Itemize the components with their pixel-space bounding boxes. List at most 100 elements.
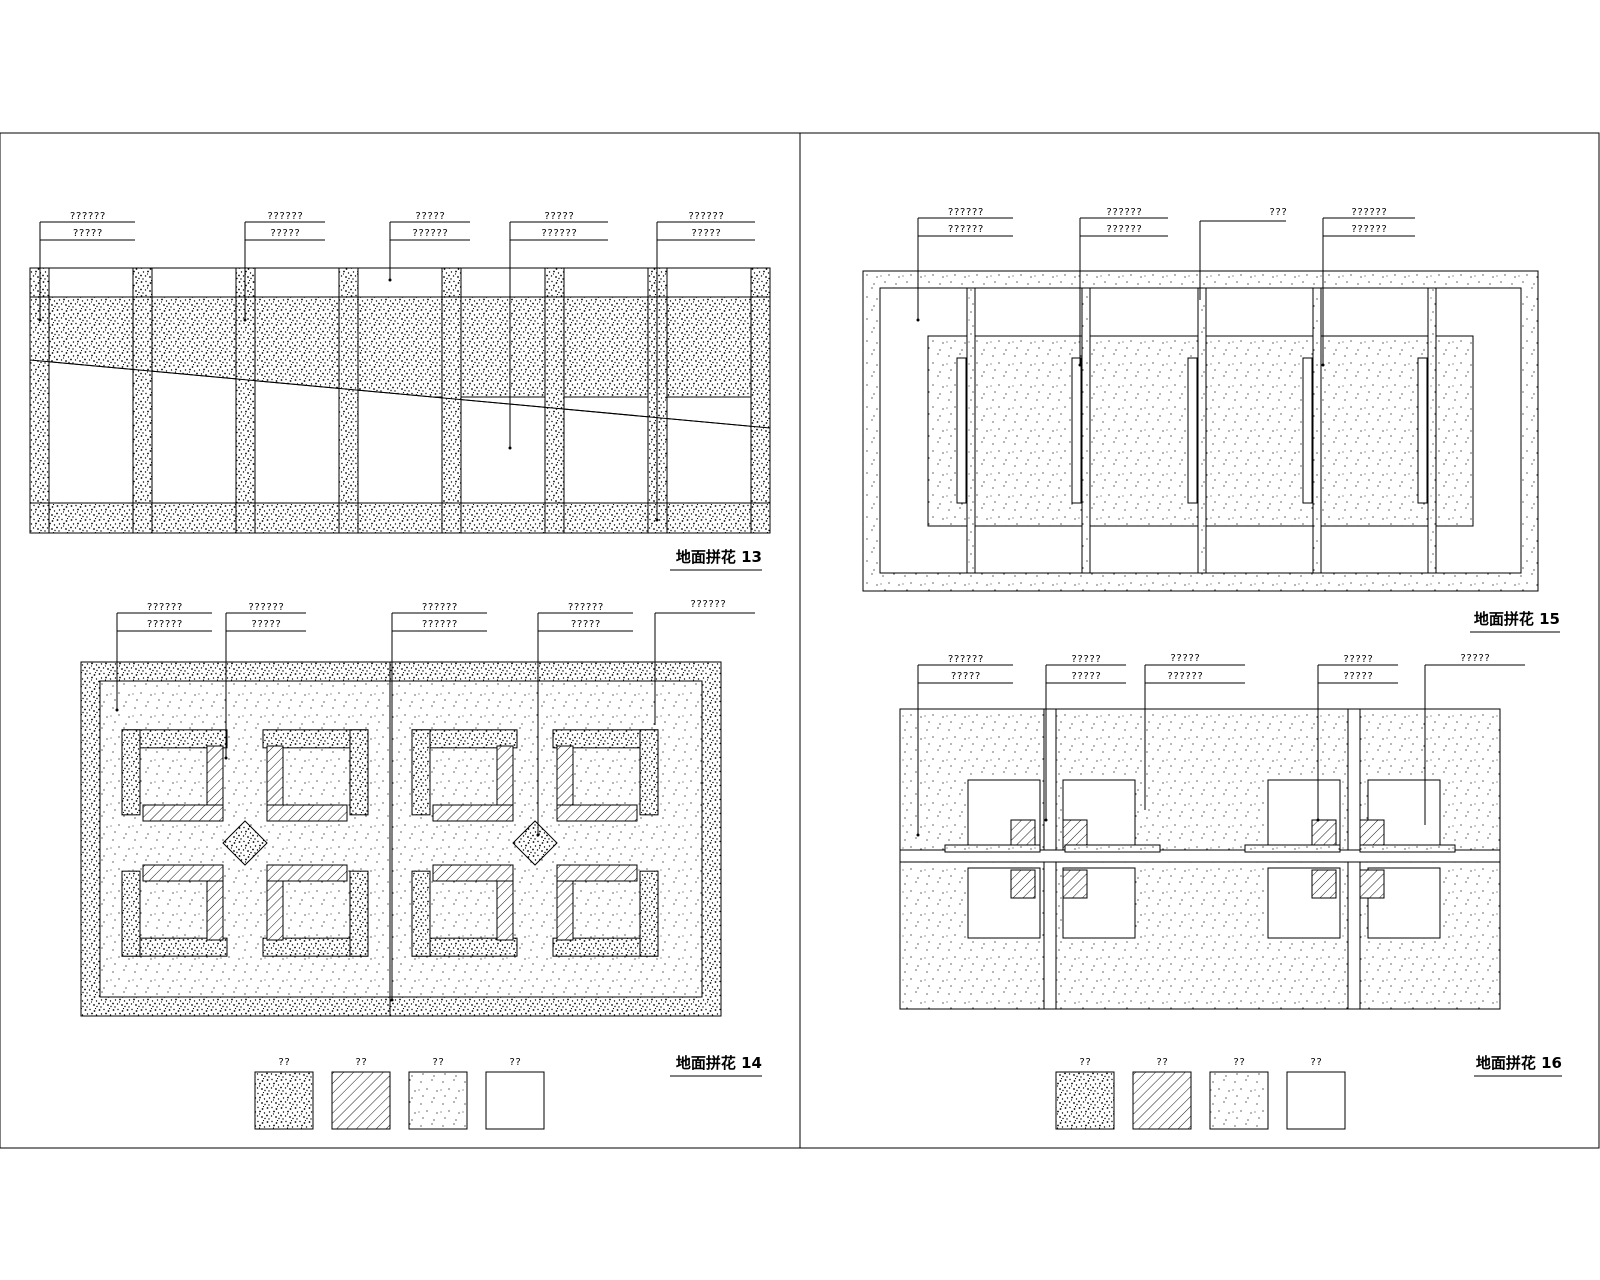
plan-16-light-bar xyxy=(1359,844,1456,853)
plan-13-stone-bar xyxy=(132,267,153,534)
callout-label: ?????? xyxy=(1167,671,1203,682)
legend-label: ?? xyxy=(355,1057,367,1068)
callout-label: ?????? xyxy=(1351,207,1387,218)
callout-label: ????? xyxy=(1071,654,1101,665)
legend-label: ?? xyxy=(509,1057,521,1068)
plan-13-stone-panel xyxy=(357,296,443,398)
plan-13-stone-panel xyxy=(460,296,546,398)
callout-label: ????? xyxy=(691,228,721,239)
plan-14-hatched-arm xyxy=(432,864,514,882)
plan-16-light-bar xyxy=(1064,844,1161,853)
legend-label: ?? xyxy=(1156,1057,1168,1068)
plan-13-stone-panel xyxy=(666,296,752,398)
plan-13-stone-bar xyxy=(441,267,462,534)
legend-label: ?? xyxy=(1233,1057,1245,1068)
callout-label: ?????? xyxy=(146,619,182,630)
plan-15-slot xyxy=(956,357,967,504)
callout-label: ?????? xyxy=(267,211,303,222)
plan-15-divider-strip xyxy=(1081,287,1091,574)
callout-label: ?????? xyxy=(947,224,983,235)
callout-label: ????? xyxy=(415,211,445,222)
callout-label: ?????? xyxy=(541,228,577,239)
legend-swatch xyxy=(1132,1071,1192,1130)
plan-13-diagonal xyxy=(29,359,771,429)
plan-14-bracket-bar xyxy=(349,870,369,957)
plan-16-light-bar xyxy=(1244,844,1341,853)
plan-14-hatched-arm xyxy=(556,804,638,822)
callout-dot xyxy=(1078,363,1082,367)
callout-dot xyxy=(916,318,920,322)
plan-14-hatched-arm xyxy=(266,864,348,882)
callout-label: ?????? xyxy=(412,228,448,239)
plan-14-hatched-arm xyxy=(556,864,638,882)
callout-label: ?????? xyxy=(248,602,284,613)
legend-swatch xyxy=(331,1071,391,1130)
plan-14-hatched-arm xyxy=(432,804,514,822)
plan-14-bracket-bar xyxy=(349,729,369,816)
callout-label: ????? xyxy=(251,619,281,630)
callout-label: ?????? xyxy=(421,619,457,630)
plan-14-bracket-bar xyxy=(121,870,141,957)
plan-15-divider-strip xyxy=(966,287,976,574)
plan-16-light-bar xyxy=(944,844,1041,853)
plan-13-stone-strip xyxy=(563,502,649,534)
plan-13-stone-strip xyxy=(151,502,237,534)
legend-swatch xyxy=(254,1071,314,1130)
sheet-frame-right xyxy=(799,132,1600,1149)
plan-13-stone-bar xyxy=(338,267,359,534)
callout-label: ????? xyxy=(950,671,980,682)
plan-15-slot xyxy=(1187,357,1198,504)
callout-label: ?????? xyxy=(567,602,603,613)
legend-swatch xyxy=(1286,1071,1346,1130)
callout-label: ?????? xyxy=(146,602,182,613)
callout-label: ?????? xyxy=(688,211,724,222)
plan-14-bracket-bar xyxy=(639,870,659,957)
callout-dot xyxy=(1044,818,1048,822)
legend-label: ?? xyxy=(1310,1057,1322,1068)
plan-14-bracket-bar xyxy=(411,729,431,816)
callout-dot xyxy=(508,446,512,450)
plan-14-hatched-arm xyxy=(142,804,224,822)
plan-13-stone-bar xyxy=(544,267,565,534)
plan-14-bracket-bar xyxy=(639,729,659,816)
plan-15-divider-strip xyxy=(1197,287,1207,574)
callout-dot xyxy=(38,318,42,322)
legend-label: ?? xyxy=(278,1057,290,1068)
plan-15-slot xyxy=(1302,357,1313,504)
plan-16-hatched-corner xyxy=(1010,869,1036,899)
plan-14-title: 地面拼花 14 xyxy=(676,1054,762,1072)
plan-13-stone-panel xyxy=(254,296,340,398)
plan-13-title: 地面拼花 13 xyxy=(676,548,762,566)
plan-14-center-diamond xyxy=(222,820,268,866)
plan-14-center-diamond xyxy=(512,820,558,866)
callout-label: ?????? xyxy=(947,654,983,665)
plan-13-stone-bar xyxy=(750,267,771,534)
callout-label: ????? xyxy=(1071,671,1101,682)
callout-label: ?????? xyxy=(1351,224,1387,235)
plan-16-hatched-corner xyxy=(1311,869,1337,899)
plan-15-title: 地面拼花 15 xyxy=(1474,610,1560,628)
callout-label: ????? xyxy=(270,228,300,239)
plan-16-white-square xyxy=(967,867,1041,939)
legend-label: ?? xyxy=(1079,1057,1091,1068)
plan-16-white-square xyxy=(967,779,1041,851)
legend-swatch xyxy=(485,1071,545,1130)
plan-13-stone-strip xyxy=(460,502,546,534)
plan-14-hatched-arm xyxy=(266,804,348,822)
plan-15-divider-strip xyxy=(1427,287,1437,574)
plan-16-hatched-corner xyxy=(1062,869,1088,899)
callout-label: ?????? xyxy=(69,211,105,222)
callout-label: ?????? xyxy=(690,599,726,610)
plan-13-stone-panel xyxy=(563,296,649,398)
legend-swatch xyxy=(1055,1071,1115,1130)
plan-16-hatched-corner xyxy=(1359,869,1385,899)
callout-label: ????? xyxy=(1343,671,1373,682)
callout-dot xyxy=(243,318,247,322)
callout-dot xyxy=(390,998,394,1002)
callout-dot xyxy=(224,756,228,760)
callout-dot xyxy=(115,708,119,712)
legend-label: ?? xyxy=(432,1057,444,1068)
plan-16-title: 地面拼花 16 xyxy=(1476,1054,1562,1072)
callout-label: ????? xyxy=(544,211,574,222)
